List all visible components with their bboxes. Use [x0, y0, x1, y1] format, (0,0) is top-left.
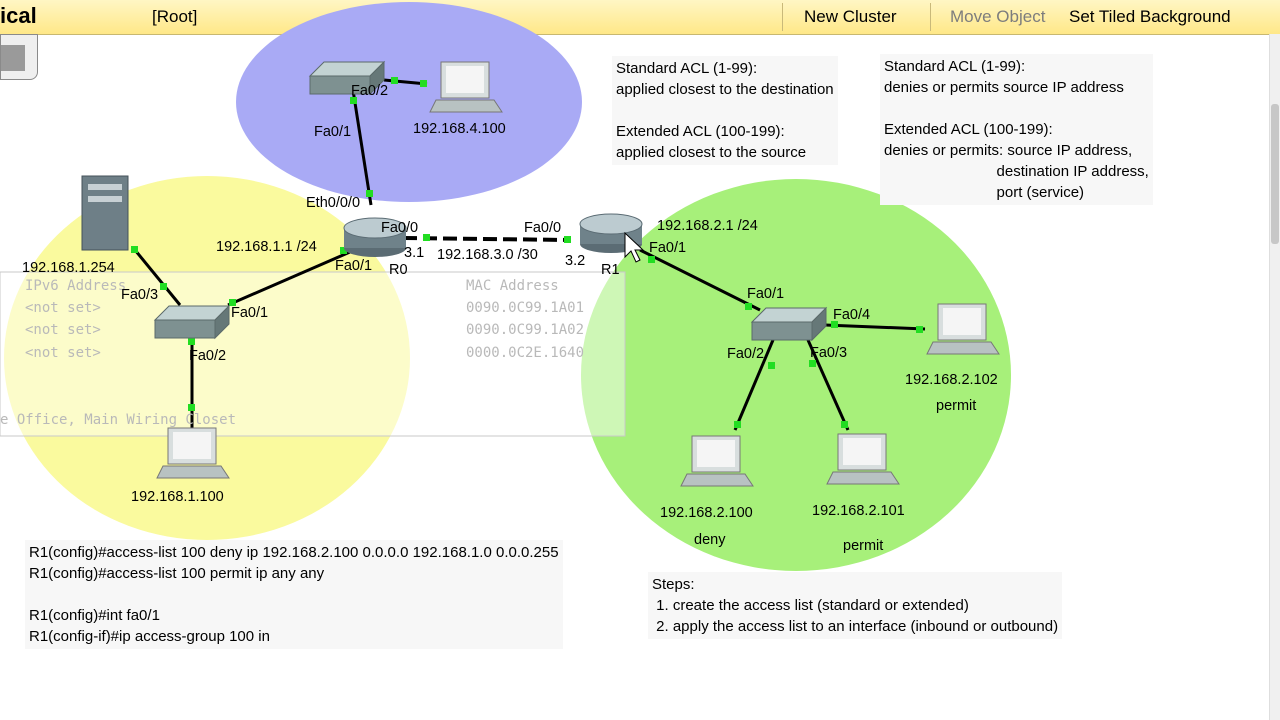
ip-address-label: 192.168.4.100 [413, 121, 506, 137]
ip-address-label: 192.168.1.1 /24 [216, 239, 317, 255]
acl-placement-note[interactable]: Standard ACL (1-99): applied closest to … [612, 56, 838, 165]
port-label: Fa0/2 [189, 348, 227, 364]
scrollbar-thumb[interactable] [1271, 104, 1279, 244]
network-label: 192.168.3.0 /30 [437, 247, 538, 263]
device-name-label: R0 [389, 262, 408, 278]
port-label: Fa0/1 [335, 258, 373, 274]
zone-blue [236, 2, 582, 202]
router-icon[interactable] [343, 217, 407, 257]
move-object-button[interactable]: Move Object [950, 7, 1046, 26]
ip-address-label: 192.168.2.102 [905, 372, 998, 388]
server-icon[interactable] [81, 175, 129, 251]
port-label: Fa0/3 [810, 345, 848, 361]
set-tiled-background-button[interactable]: Set Tiled Background [1069, 7, 1231, 26]
vertical-scrollbar[interactable] [1269, 34, 1280, 720]
annotation-label: permit [843, 538, 884, 554]
ghost-ipv6-value: <not set> [25, 300, 101, 316]
pc-icon[interactable] [680, 435, 754, 487]
ghost-mac-value: 0000.0C2E.1640 [466, 345, 585, 361]
port-label: Fa0/2 [351, 83, 389, 99]
ghost-mac-value: 0090.0C99.1A01 [466, 300, 585, 316]
logical-workspace-toolbar: ical [Root] New Cluster Move Object Set … [0, 0, 1280, 35]
zone-green [581, 179, 1011, 571]
steps-note[interactable]: Steps: 1. create the access list (standa… [648, 572, 1063, 639]
port-label: Fa0/1 [649, 240, 687, 256]
switch-icon[interactable] [308, 60, 386, 96]
root-breadcrumb[interactable]: [Root] [152, 7, 198, 26]
ghost-location: e Office, Main Wiring Closet [0, 412, 237, 428]
port-label: Fa0/1 [314, 124, 352, 140]
mouse-cursor-icon [624, 231, 645, 263]
cli-commands-note[interactable]: R1(config)#access-list 100 deny ip 192.1… [25, 540, 563, 649]
ip-address-label: 192.168.2.1 /24 [657, 218, 758, 234]
annotation-label: permit [936, 398, 977, 414]
new-cluster-button[interactable]: New Cluster [804, 7, 897, 26]
ghost-mac-header: MAC Address [466, 278, 559, 294]
switch-icon[interactable] [153, 304, 231, 340]
ghost-mac-value: 0090.0C99.1A02 [466, 322, 585, 338]
workspace-mode-label: ical [0, 3, 37, 28]
port-label: Fa0/0 [524, 220, 562, 236]
port-label: Fa0/4 [833, 307, 871, 323]
acl-function-note[interactable]: Standard ACL (1-99): denies or permits s… [880, 54, 1153, 205]
ip-address-label: 192.168.1.254 [22, 260, 115, 276]
port-label: Fa0/1 [231, 305, 269, 321]
pc-icon[interactable] [826, 433, 900, 485]
toolbar-divider [930, 3, 931, 31]
port-label: Fa0/1 [747, 286, 785, 302]
navigation-panel-widget[interactable] [0, 34, 38, 80]
annotation-label: deny [694, 532, 726, 548]
ip-address-label: 192.168.1.100 [131, 489, 224, 505]
ghost-ipv6-value: <not set> [25, 345, 101, 361]
port-label: Fa0/3 [121, 287, 159, 303]
device-name-label: R1 [601, 262, 620, 278]
switch-icon[interactable] [750, 306, 828, 342]
toolbar-divider [782, 3, 783, 31]
port-label: Fa0/0 [381, 220, 419, 236]
pc-icon[interactable] [429, 61, 503, 113]
ip-host-label: 3.2 [565, 253, 586, 269]
zone-yellow [4, 176, 410, 540]
port-label: Fa0/2 [727, 346, 765, 362]
pc-icon[interactable] [156, 427, 230, 479]
ghost-ipv6-header: IPv6 Address [25, 278, 127, 294]
port-label: Eth0/0/0 [306, 195, 361, 211]
ip-address-label: 192.168.2.100 [660, 505, 753, 521]
link-lights [131, 77, 923, 428]
pc-icon[interactable] [926, 303, 1000, 355]
ip-address-label: 192.168.2.101 [812, 503, 905, 519]
ghost-info-panel [0, 271, 626, 437]
ghost-ipv6-value: <not set> [25, 322, 101, 338]
ip-host-label: 3.1 [404, 245, 425, 261]
